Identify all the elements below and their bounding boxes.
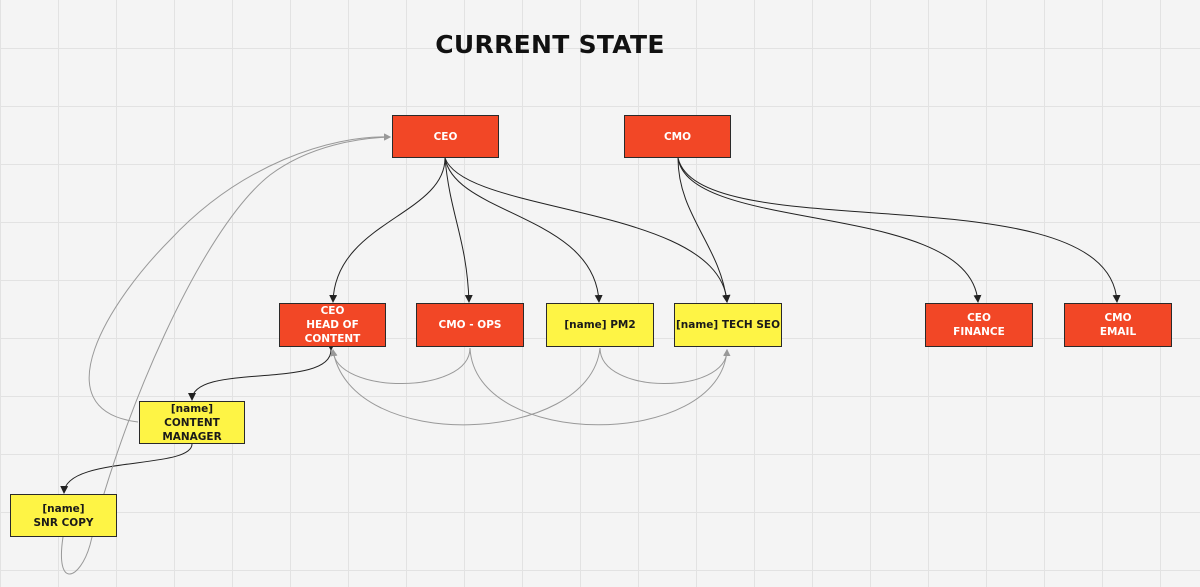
connector-ceo-to-tech-seo[interactable] (444, 157, 731, 303)
connector-pm2-to-tech-seo[interactable] (599, 347, 731, 384)
node-cmo-email-line1: CMO (1104, 312, 1132, 324)
node-cmo-email[interactable]: CMO EMAIL (1064, 303, 1172, 347)
node-content-manager-line2: CONTENT MANAGER (162, 416, 222, 443)
node-tech-seo-line1: [name] TECH SEO (675, 319, 781, 331)
node-cmo-ops-line1: CMO - OPS (438, 319, 502, 331)
node-ceo-finance-line1: CEO (967, 312, 991, 324)
node-pm2[interactable]: [name] PM2 (546, 303, 654, 347)
node-ceo-finance[interactable]: CEO FINANCE (925, 303, 1033, 347)
node-ceo-line1: CEO (433, 130, 458, 143)
connector-cmo-ops-to-tech-seo[interactable] (469, 347, 731, 426)
connector-head-of-content-content-manager[interactable] (188, 342, 336, 401)
connector-cmo-to-email[interactable] (677, 157, 1121, 303)
connector-cmo-to-finance[interactable] (677, 157, 982, 303)
connector-ceo-to-cmo-ops[interactable] (444, 157, 473, 303)
connector-content-manager-to-ceo[interactable] (88, 133, 391, 423)
node-content-manager[interactable]: [name] CONTENT MANAGER (139, 401, 245, 444)
connector-cmo-to-tech-seo[interactable] (677, 157, 731, 303)
node-cmo-ops[interactable]: CMO - OPS (416, 303, 524, 347)
node-pm2-line1: [name] PM2 (564, 319, 636, 331)
node-ceo-head-of-content[interactable]: CEO HEAD OF CONTENT (279, 303, 386, 347)
connector-content-manager-to-snr-copy[interactable] (60, 443, 193, 494)
node-ceo[interactable]: CEO (392, 115, 499, 158)
node-snr-copy[interactable]: [name] SNR COPY (10, 494, 117, 537)
connector-snr-copy-to-ceo[interactable] (61, 133, 391, 575)
node-tech-seo[interactable]: [name] TECH SEO (674, 303, 782, 347)
board-title: CURRENT STATE (435, 30, 665, 59)
connector-ceo-to-head-of-content[interactable] (329, 157, 446, 303)
node-snr-copy-line2: SNR COPY (33, 516, 94, 529)
connector-ceo-to-pm2[interactable] (444, 157, 603, 303)
connector-pm2-to-head-of-content[interactable] (330, 347, 601, 426)
node-content-manager-line1: [name] (170, 402, 214, 415)
node-snr-copy-line1: [name] (42, 502, 85, 515)
node-cmo-line1: CMO (663, 130, 692, 143)
node-cmo-email-line2: EMAIL (1099, 326, 1137, 338)
node-ceo-finance-line2: FINANCE (953, 326, 1005, 338)
node-ceo-head-of-content-line2: HEAD OF CONTENT (304, 319, 361, 345)
connector-cmo-ops-to-head-of-content[interactable] (329, 347, 471, 384)
node-ceo-head-of-content-line1: CEO (320, 305, 345, 317)
node-cmo[interactable]: CMO (624, 115, 731, 158)
